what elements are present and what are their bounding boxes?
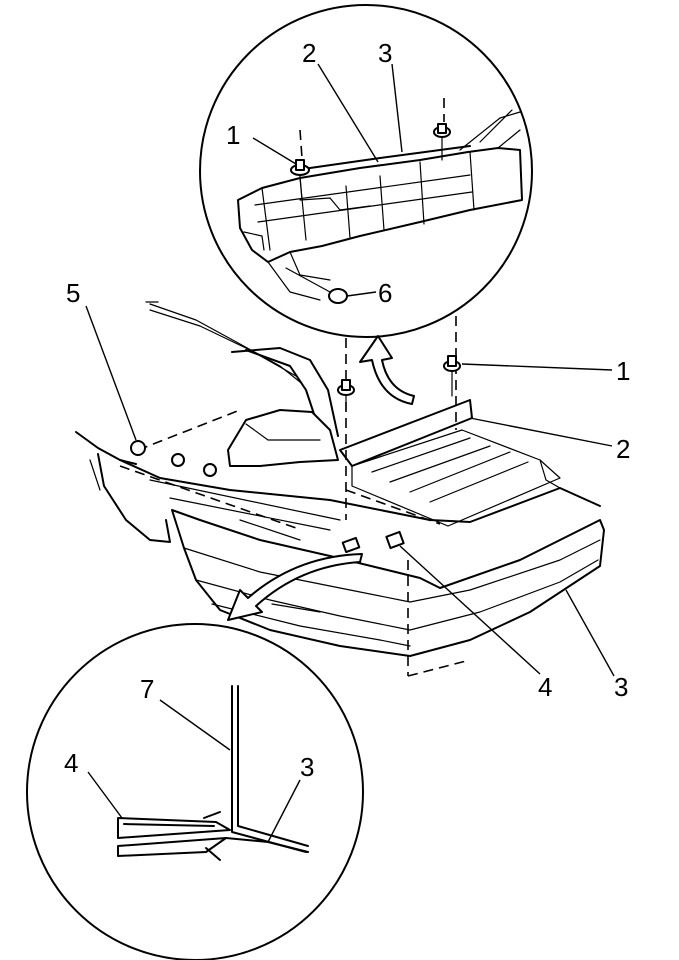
tail-lamp [227,409,339,467]
bottom-detail-view: 7 4 3 [26,623,364,960]
main-nut-left [337,379,355,411]
callout-bottom-3: 3 [300,752,314,782]
top-detail-view: 1 2 3 6 [199,4,533,338]
bottom-detail-arrow [227,553,363,621]
top-detail-strip [295,145,471,171]
bottom-detail-fascia [225,837,309,853]
callout-main-3: 3 [614,672,628,702]
callout-main-2: 2 [616,434,630,464]
bottom-detail-circle [26,623,364,960]
callout-main-4: 4 [538,672,552,702]
callout-top-2: 2 [302,38,316,68]
callout-top-1: 1 [226,120,240,150]
top-detail-arrow [359,335,415,405]
main-nut-right [443,355,461,397]
top-detail-bolt [285,267,348,304]
fascia-clip [341,530,405,554]
callout-main-5: 5 [66,278,80,308]
callout-main-1: 1 [616,356,630,386]
top-detail-nut-left [290,129,310,201]
top-detail-circle [199,4,533,338]
callout-bottom-4: 4 [64,748,78,778]
bottom-detail-clip [117,811,231,861]
callout-top-3: 3 [378,38,392,68]
callout-top-6: 6 [378,278,392,308]
retainer-clips [130,440,217,477]
top-detail-nut-right [433,98,451,161]
callout-bottom-7: 7 [140,674,154,704]
top-detail-impact-bar [237,109,523,301]
main-vehicle-view: 5 1 2 4 3 [66,278,630,702]
bumper-fascia [171,509,605,657]
trunk-opening [339,399,561,527]
